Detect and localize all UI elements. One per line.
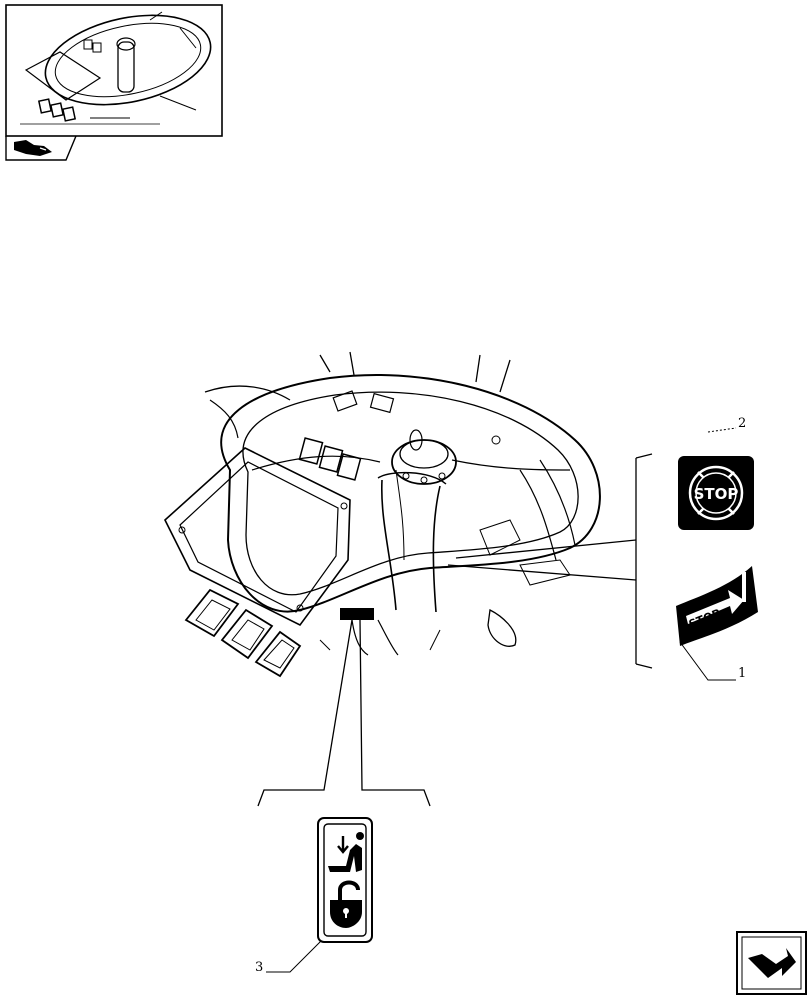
decal-seat-lock bbox=[317, 817, 373, 943]
leader-lines bbox=[257, 427, 737, 973]
steering-assembly bbox=[164, 351, 601, 678]
decal-stop-arrow bbox=[676, 566, 758, 646]
callout-3: 3 bbox=[255, 960, 264, 975]
decal-location-marker bbox=[340, 608, 374, 620]
overview-thumbnail[interactable] bbox=[5, 1, 223, 161]
callout-2: 2 bbox=[738, 416, 747, 431]
book-arrow-icon bbox=[14, 140, 52, 156]
next-page-arrow-icon[interactable] bbox=[736, 931, 807, 995]
callout-1: 1 bbox=[738, 666, 747, 681]
decal-stop-circle bbox=[678, 456, 754, 530]
